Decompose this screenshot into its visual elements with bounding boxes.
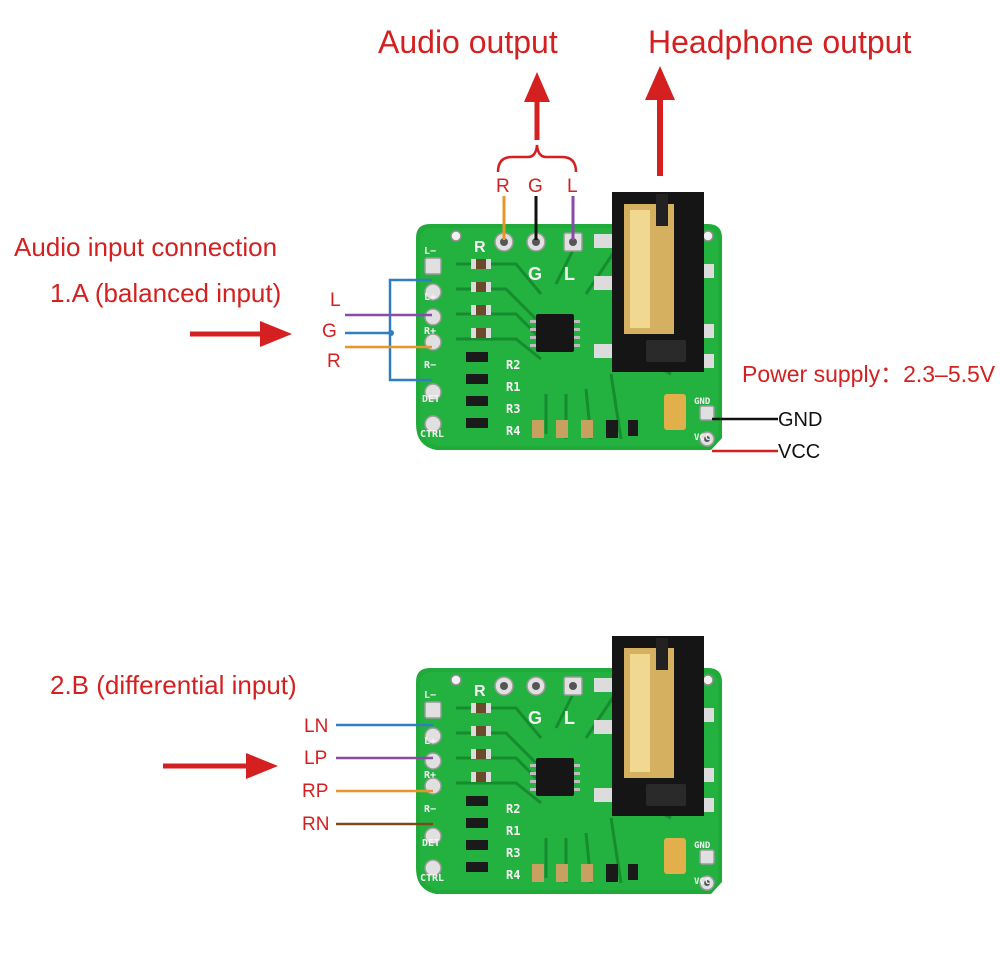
silk-gnd: GND — [694, 841, 711, 851]
silk-l-minus: L− — [424, 246, 436, 257]
silk-r-plus: R+ — [424, 770, 436, 781]
balanced-pin-l-label: L — [330, 290, 341, 311]
differential-pin-lp-label: LP — [304, 748, 327, 769]
silk-r: R — [474, 239, 486, 256]
silk-gnd: GND — [694, 397, 711, 407]
output-pin-l-label: L — [567, 176, 578, 197]
module-top: R G L L− L+ R+ R− DET CTRL R2 R1 R3 R4 G… — [414, 190, 724, 452]
silk-ctrl: CTRL — [420, 873, 444, 884]
silk-l-plus: L+ — [424, 736, 436, 747]
audio-input-connection-label: Audio input connection — [14, 232, 277, 262]
silk-r2: R2 — [506, 802, 520, 816]
silk-vcc: VCC — [694, 433, 710, 443]
silk-l-minus: L− — [424, 690, 436, 701]
silk-r3: R3 — [506, 402, 520, 416]
output-brace — [496, 144, 578, 173]
silk-g: G — [528, 708, 542, 728]
balanced-pin-g-label: G — [322, 321, 337, 342]
silk-r4: R4 — [506, 868, 520, 882]
headphone-output-arrow — [645, 66, 675, 176]
audio-output-arrow — [524, 72, 550, 140]
silk-r1: R1 — [506, 824, 520, 838]
differential-pin-ln-label: LN — [304, 716, 328, 737]
silk-r-minus: R− — [424, 804, 436, 815]
power-pin-gnd-label: GND — [778, 409, 822, 431]
output-pin-g-label: G — [528, 176, 543, 197]
module-bottom: R G L L− L+ R+ R− DET CTRL R2 R1 R3 R4 G… — [414, 634, 724, 896]
silk-det: DET — [422, 838, 440, 849]
audio-output-label: Audio output — [378, 24, 558, 60]
silk-l: L — [564, 708, 575, 728]
silk-l-plus: L+ — [424, 292, 436, 303]
silk-r1: R1 — [506, 380, 520, 394]
balanced-wire-g — [345, 278, 432, 382]
silk-r: R — [474, 683, 486, 700]
headphone-output-label: Headphone output — [648, 24, 911, 60]
balanced-input-label: 1.A (balanced input) — [50, 278, 281, 308]
silk-ctrl: CTRL — [420, 429, 444, 440]
differential-input-arrow — [163, 753, 278, 779]
differential-pin-rn-label: RN — [302, 814, 329, 835]
silk-vcc: VCC — [694, 877, 710, 887]
power-supply-label: Power supply：2.3–5.5V — [742, 361, 996, 387]
silk-g: G — [528, 264, 542, 284]
ground-junction — [388, 330, 394, 336]
differential-input-label: 2.B (differential input) — [50, 670, 297, 700]
silk-r3: R3 — [506, 846, 520, 860]
output-pin-r-label: R — [496, 176, 510, 197]
differential-pin-rp-label: RP — [302, 781, 328, 802]
silk-r-plus: R+ — [424, 326, 436, 337]
silk-l: L — [564, 264, 575, 284]
power-pin-vcc-label: VCC — [778, 441, 820, 463]
silk-r4: R4 — [506, 424, 520, 438]
silk-r2: R2 — [506, 358, 520, 372]
silk-r-minus: R− — [424, 360, 436, 371]
silk-det: DET — [422, 394, 440, 405]
balanced-pin-r-label: R — [327, 351, 341, 372]
balanced-input-arrow — [190, 321, 292, 347]
